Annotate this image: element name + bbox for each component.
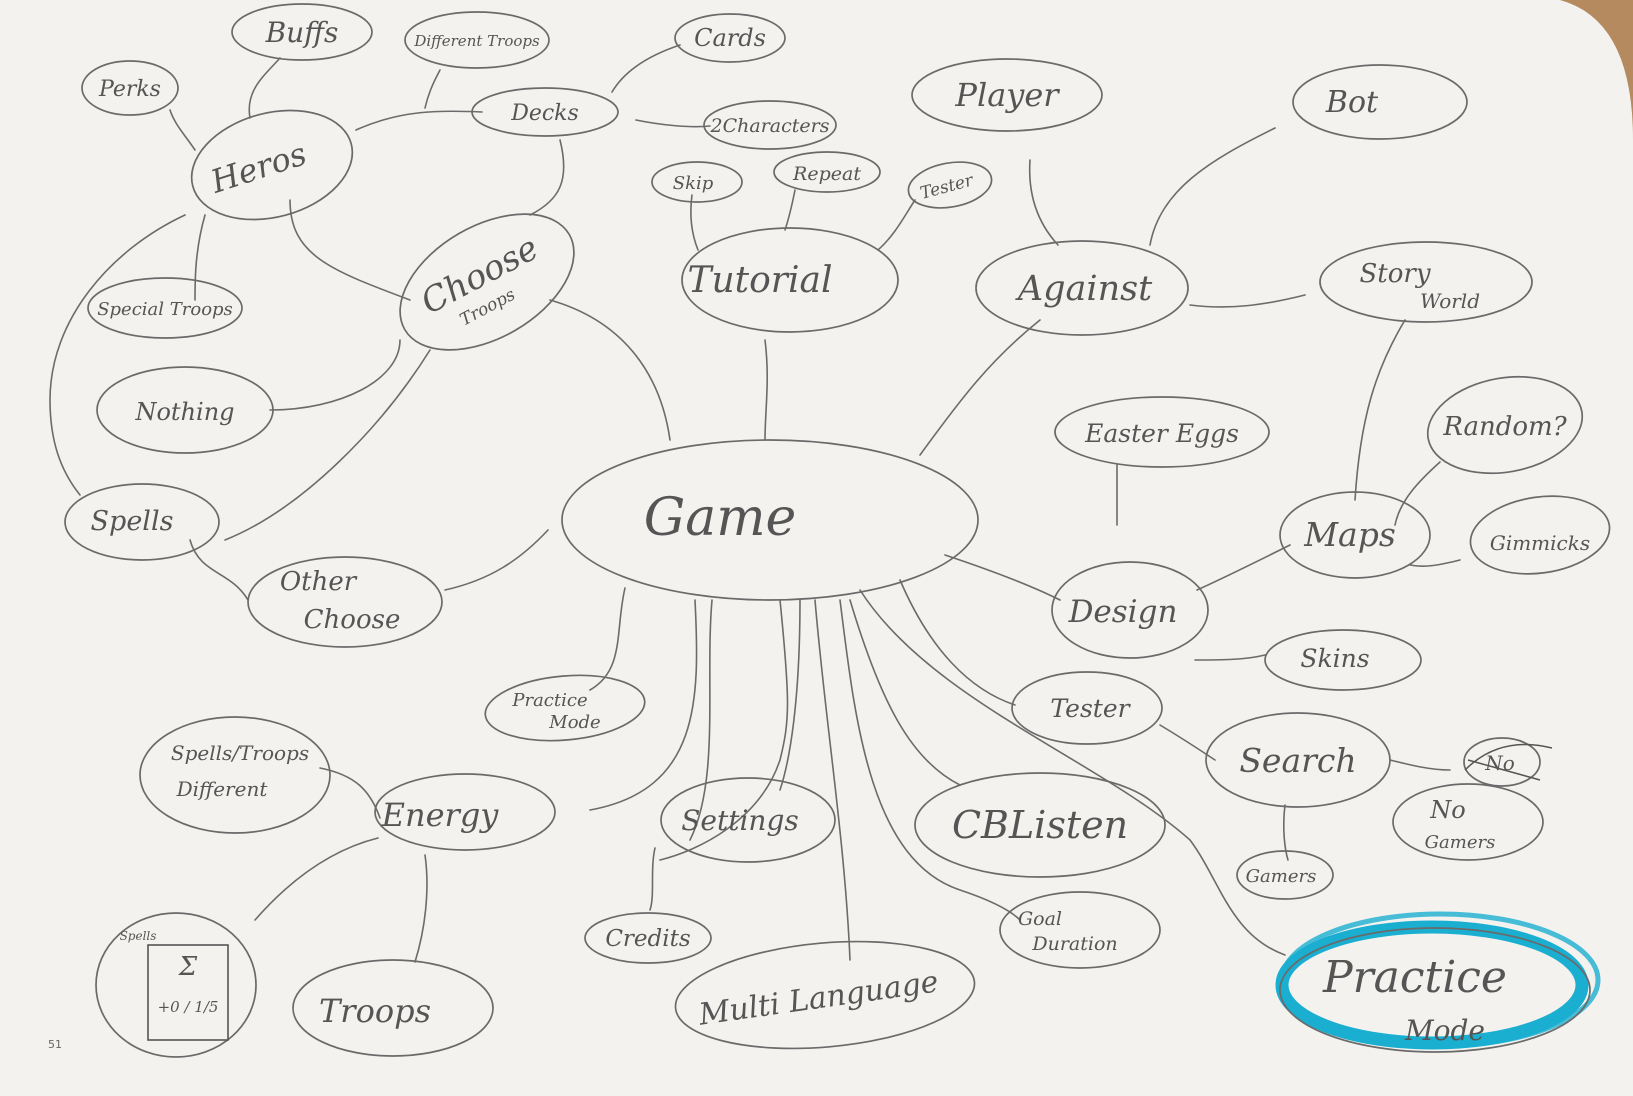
- svg-text:Troops: Troops: [319, 992, 431, 1030]
- page-number: 51: [48, 1038, 62, 1051]
- svg-text:Different: Different: [176, 777, 269, 801]
- svg-text:World: World: [1420, 289, 1480, 313]
- node-credits: Credits: [584, 912, 712, 964]
- connector-lines: [49, 44, 1461, 963]
- svg-text:Gimmicks: Gimmicks: [1490, 531, 1590, 555]
- svg-text:Different Troops: Different Troops: [413, 32, 540, 50]
- node-random: Random?: [1426, 375, 1584, 475]
- node-gamers: Gamers: [1236, 850, 1334, 900]
- mind-map-nodes: Buffs Different Troops Cards Perks Decks…: [64, 3, 1611, 1058]
- node-cblisten: CBListen: [914, 772, 1166, 878]
- node-player: Player: [911, 58, 1103, 132]
- svg-text:Tester: Tester: [1050, 694, 1131, 723]
- svg-text:Bot: Bot: [1325, 85, 1379, 120]
- node-tutorial: Tutorial: [681, 227, 899, 333]
- node-practice-mode-highlighted: Practice Mode: [1275, 911, 1601, 1053]
- node-different-troops: Different Troops: [404, 11, 550, 69]
- svg-text:Settings: Settings: [681, 804, 799, 837]
- node-bot: Bot: [1292, 64, 1468, 140]
- node-settings: Settings: [660, 777, 836, 863]
- svg-text:Choose: Choose: [304, 605, 401, 635]
- svg-text:Easter Eggs: Easter Eggs: [1084, 419, 1239, 448]
- svg-text:Energy: Energy: [381, 796, 500, 834]
- svg-text:Decks: Decks: [510, 101, 579, 126]
- svg-text:Repeat: Repeat: [792, 163, 861, 185]
- svg-text:Against: Against: [1015, 269, 1153, 309]
- node-tester: Tester: [1011, 671, 1163, 745]
- node-buffs: Buffs: [231, 3, 373, 61]
- svg-text:No: No: [1429, 796, 1465, 824]
- node-perks: Perks: [81, 60, 179, 116]
- svg-text:Design: Design: [1068, 594, 1178, 630]
- node-maps: Maps: [1279, 491, 1431, 579]
- svg-text:CBListen: CBListen: [952, 803, 1128, 847]
- svg-text:Mode: Mode: [1404, 1014, 1485, 1047]
- node-skip: Skip: [651, 161, 743, 203]
- node-game: Game: [561, 439, 979, 601]
- node-easter-eggs: Easter Eggs: [1054, 396, 1270, 468]
- svg-text:Skip: Skip: [673, 173, 714, 194]
- svg-text:Tutorial: Tutorial: [687, 260, 832, 301]
- svg-text:Nothing: Nothing: [134, 398, 234, 426]
- svg-text:Gamers: Gamers: [1425, 832, 1496, 853]
- svg-text:Spells: Spells: [120, 929, 157, 943]
- svg-text:Perks: Perks: [98, 77, 161, 102]
- node-energy: Energy: [374, 773, 556, 851]
- svg-text:Practice: Practice: [1322, 952, 1507, 1003]
- svg-text:Skins: Skins: [1300, 644, 1369, 673]
- svg-text:Player: Player: [954, 76, 1060, 114]
- svg-text:Mode: Mode: [548, 712, 600, 733]
- node-search: Search: [1205, 712, 1391, 808]
- svg-text:Σ: Σ: [178, 952, 198, 982]
- svg-text:Buffs: Buffs: [265, 16, 339, 49]
- svg-text:Search: Search: [1239, 741, 1356, 780]
- svg-text:Cards: Cards: [694, 24, 766, 52]
- svg-text:+0 / 1/5: +0 / 1/5: [158, 998, 219, 1016]
- svg-text:Credits: Credits: [605, 926, 691, 952]
- svg-text:2Characters: 2Characters: [710, 115, 830, 137]
- node-gimmicks: Gimmicks: [1469, 495, 1611, 575]
- svg-text:Game: Game: [644, 488, 797, 548]
- svg-text:Practice: Practice: [511, 690, 587, 711]
- svg-text:Spells: Spells: [91, 506, 174, 537]
- node-2characters: 2Characters: [703, 100, 837, 150]
- node-special-troops: Special Troops: [87, 277, 243, 339]
- svg-text:Duration: Duration: [1031, 933, 1117, 955]
- svg-text:Random?: Random?: [1442, 412, 1567, 442]
- node-design: Design: [1051, 561, 1209, 659]
- svg-text:Maps: Maps: [1303, 515, 1396, 554]
- svg-text:Goal: Goal: [1018, 908, 1062, 930]
- node-against: Against: [975, 240, 1189, 336]
- svg-text:Other: Other: [280, 567, 358, 597]
- node-decks: Decks: [471, 87, 619, 137]
- node-spells: Spells: [64, 483, 220, 561]
- node-troops: Troops: [292, 959, 494, 1057]
- svg-text:Special Troops: Special Troops: [97, 299, 233, 320]
- svg-text:Story: Story: [1359, 259, 1430, 289]
- svg-text:Spells/Troops: Spells/Troops: [171, 741, 309, 765]
- node-no-crossed: No: [1463, 737, 1553, 787]
- node-skins: Skins: [1264, 629, 1422, 691]
- svg-text:Gamers: Gamers: [1246, 866, 1317, 887]
- node-repeat: Repeat: [773, 151, 881, 193]
- node-cards: Cards: [674, 13, 786, 63]
- node-nothing: Nothing: [96, 366, 274, 454]
